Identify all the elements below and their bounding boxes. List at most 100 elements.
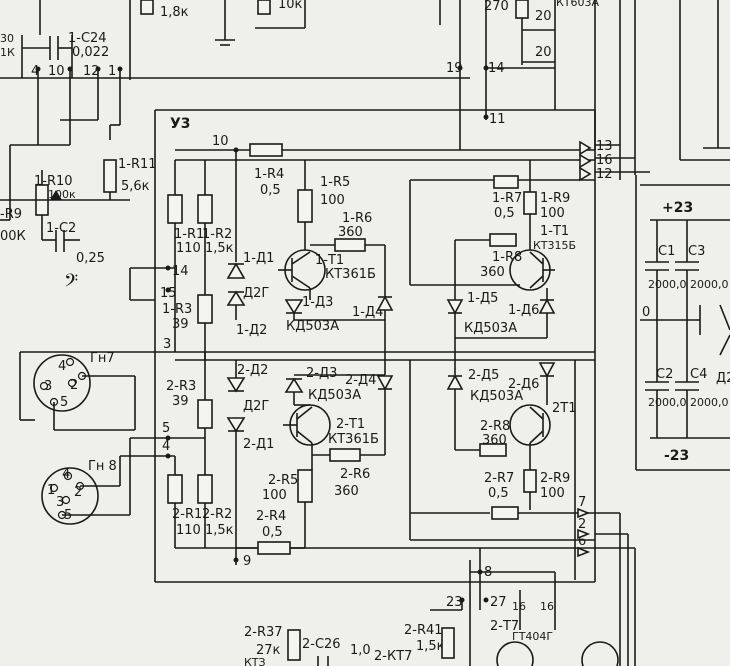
node-16: 16: [596, 153, 613, 168]
label-r10v: 100к: [48, 188, 76, 201]
node-16c: 16: [540, 600, 554, 613]
u-r9: 1-R9: [540, 191, 570, 206]
l-r4v: 0,5: [262, 525, 283, 540]
u-d5t: КД503А: [464, 321, 517, 336]
power-d2: Д2: [716, 371, 730, 386]
u-r1v: 110: [176, 241, 201, 256]
top-n20a: 20: [535, 9, 552, 24]
l-t1t: КТ361Б: [328, 432, 379, 447]
u-d1: 1-Д1: [243, 251, 274, 266]
label-rk: 1К: [0, 46, 15, 59]
l-d2g: Д2Г: [243, 399, 269, 414]
power-zero: 0: [642, 305, 650, 320]
u-d3: 1-Д3: [302, 295, 333, 310]
label-c24: 1-C24: [68, 31, 107, 46]
node-3: 3: [163, 337, 171, 352]
power-c2: C2: [656, 367, 673, 382]
l-r5: 2-R5: [268, 473, 298, 488]
gn7-pin4: 4: [58, 359, 66, 374]
gn7-pin5: 5: [60, 395, 68, 410]
connector-gn8: Гн 8 4 2 1 3 5: [41, 437, 168, 525]
u-t1r: 1-Т1: [540, 224, 569, 239]
gn7-pin2: 2: [70, 378, 78, 393]
l-r4: 2-R4: [256, 509, 286, 524]
u-d2g: Д2Г: [243, 286, 269, 301]
bus-11: 11: [489, 112, 506, 127]
b-c26: 2-C26: [302, 637, 341, 652]
block-u3: У3 19 14 11: [154, 61, 596, 583]
l-r7v: 0,5: [488, 486, 509, 501]
top-r10k: 10к: [278, 0, 303, 12]
l-r1v: 110: [176, 523, 201, 538]
b-t7t: ГТ404Г: [512, 630, 553, 643]
l-r9: 2-R9: [540, 471, 570, 486]
u-r2: 1-R2: [202, 227, 232, 242]
power-c1: C1: [658, 244, 675, 259]
b-r41: 2-R41: [404, 623, 443, 638]
label-r9v: 00К: [0, 229, 26, 244]
l-r8v: 360: [482, 433, 507, 448]
label-r11v: 5,6к: [121, 179, 150, 194]
u-d4: 1-Д4: [352, 305, 383, 320]
b-kt: КТЗ: [244, 656, 266, 666]
u-r9v: 100: [540, 206, 565, 221]
u-r5v: 100: [320, 193, 345, 208]
node-14: 14: [172, 264, 189, 279]
gn8-pin3: 3: [56, 495, 64, 510]
node-6: 6: [578, 534, 586, 549]
gn7-label: Гн7: [90, 351, 115, 366]
top-n270: 270: [484, 0, 509, 14]
l-r3: 2-R3: [166, 379, 196, 394]
u-r5: 1-R5: [320, 175, 350, 190]
l-d6: 2-Д6: [508, 377, 539, 392]
b-r37v: 27к: [256, 643, 281, 658]
u-t1t: КТ361Б: [325, 267, 376, 282]
connector-gn7: Гн7 4 2 3 5: [33, 351, 136, 431]
l-r9v: 100: [540, 486, 565, 501]
bus-19: 19: [446, 61, 463, 76]
top-r18k: 1,8к: [160, 5, 189, 20]
top-n20b: 20: [535, 45, 552, 60]
node-2: 2: [578, 517, 586, 532]
label-r9: -R9: [0, 207, 22, 222]
u-r8v: 360: [480, 265, 505, 280]
node-4: 4: [162, 439, 170, 454]
node-15: 15: [160, 286, 177, 301]
label-c24v: 0,022: [72, 45, 109, 60]
power-c2v: 2000,0: [648, 396, 687, 409]
u-r6v: 360: [338, 225, 363, 240]
u-r4v: 0,5: [260, 183, 281, 198]
b-r37: 2-R37: [244, 625, 283, 640]
u-r4: 1-R4: [254, 167, 284, 182]
node-27: 27: [490, 595, 507, 610]
l-r6: 2-R6: [340, 467, 370, 482]
l-d2: 2-Д2: [237, 363, 268, 378]
l-t1: 2-Т1: [336, 417, 365, 432]
l-t1r: 2Т1: [552, 401, 576, 416]
l-r3v: 39: [172, 394, 189, 409]
power-c3: C3: [688, 244, 705, 259]
u-r7v: 0,5: [494, 206, 515, 221]
u-r1: 1-R1: [174, 227, 204, 242]
gn8-pin1: 1: [47, 483, 55, 498]
l-r8: 2-R8: [480, 419, 510, 434]
label-r11: 1-R11: [118, 157, 157, 172]
top-kt: КТ603А: [556, 0, 600, 9]
pin-4: 4: [31, 64, 39, 79]
node-10: 10: [212, 134, 229, 149]
l-r2: 2-R2: [202, 507, 232, 522]
node-9: 9: [243, 554, 251, 569]
l-d3: 2-Д3: [306, 366, 337, 381]
label-c2v: 0,25: [76, 251, 105, 266]
bass-clef-symbol: 𝄢: [64, 271, 78, 296]
b-c26v: 1,0: [350, 643, 371, 658]
l-d5: 2-Д5: [468, 368, 499, 383]
gn8-pin4: 4: [62, 467, 70, 482]
u-d5: 1-Д5: [467, 291, 498, 306]
bottom-section: 8 23 27 16 16 2-R37 27к 2-C26 1,0 2-КТ7 …: [244, 548, 619, 666]
l-d5t: КД503А: [470, 389, 523, 404]
power-c1v: 2000,0: [648, 278, 687, 291]
b-t7: 2-Т7: [490, 619, 519, 634]
l-d3t: КД503А: [308, 388, 361, 403]
